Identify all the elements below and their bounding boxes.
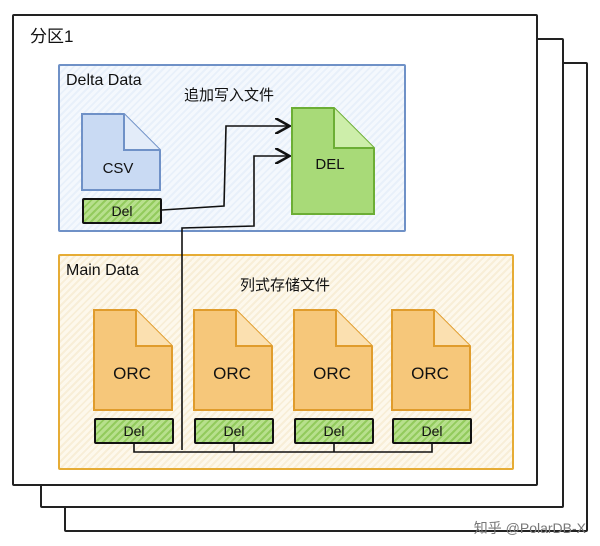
orc-file-label-2: ORC [213,364,251,383]
del-bus-line [133,444,433,453]
orc-file-icon-2 [193,309,273,411]
orc-file-label-1: ORC [113,364,151,383]
delta-del-arrow [161,126,288,211]
orc-file-icon-1 [93,309,173,411]
watermark: 知乎 @PolarDB-X [473,520,586,536]
main-del-bar-2: Del [194,418,274,444]
csv-file-fold [123,114,160,151]
orc-file-label-3: ORC [313,364,351,383]
main-data-title: Main Data [66,262,139,279]
delta-del-bar: Del [82,198,162,224]
delta-data-caption: 追加写入文件 [184,87,275,104]
main-del-bar-3: Del [294,418,374,444]
csv-file-label: CSV [102,160,134,177]
csv-file-icon [81,113,161,191]
main-data-caption: 列式存储文件 [240,277,331,294]
orc-file-icon-3 [293,309,373,411]
del-file-label: DEL [315,156,345,173]
main-del-arrow [181,156,288,450]
delta-data-title: Delta Data [66,72,142,89]
del-file-fold [333,108,374,149]
main-del-bar-4: Del [392,418,472,444]
partition-title: 分区1 [30,27,74,46]
main-del-bar-1: Del [94,418,174,444]
orc-file-icon-4 [391,309,471,411]
orc-file-label-4: ORC [411,364,449,383]
